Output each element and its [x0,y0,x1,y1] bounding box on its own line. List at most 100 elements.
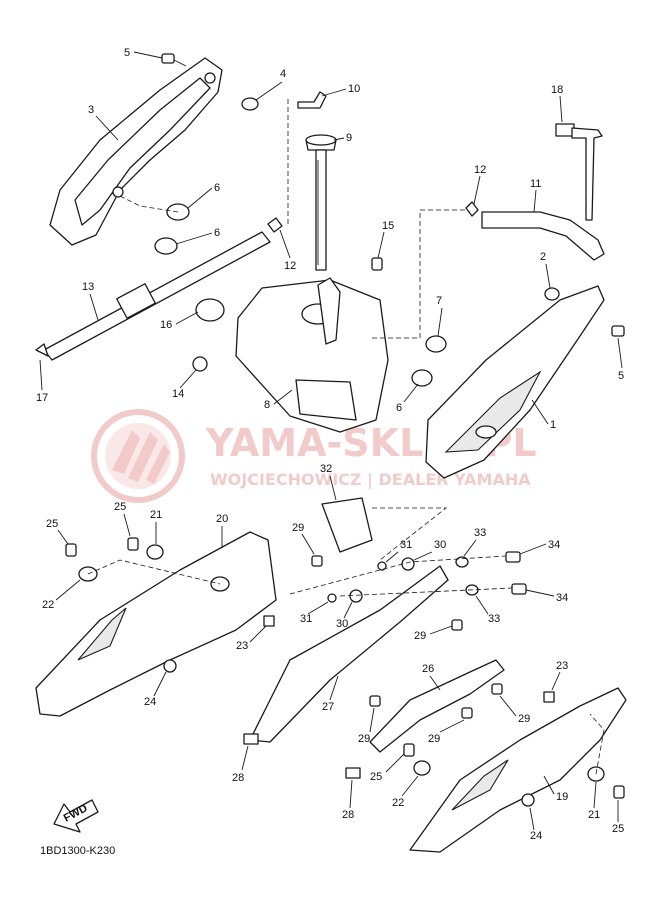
callout-6: 6 [214,227,220,239]
elbow-10 [297,91,327,109]
damper-14 [192,356,208,372]
callout-11: 11 [530,178,541,190]
bolt-29b [451,619,463,631]
callout-24: 24 [530,830,542,842]
callout-2: 2 [540,251,546,263]
assembly-line [119,195,179,213]
side-cover-right-lower-19 [409,687,627,853]
diagram-code: 1BD1300-K230 [40,845,115,857]
washer-33a [455,556,469,568]
assembly-line [339,587,513,597]
callout-25: 25 [46,518,58,530]
callout-6: 6 [214,182,220,194]
callout-29: 29 [292,522,304,534]
callout-30: 30 [336,618,348,630]
callout-15: 15 [382,220,394,232]
callout-7: 7 [436,295,442,307]
callout-18: 18 [551,84,563,96]
callout-34: 34 [548,539,560,551]
bolt-25-lower [403,743,415,757]
side-cover-left-lower-20 [35,531,277,717]
assembly-line [87,559,221,585]
callout-24: 24 [144,696,156,708]
grommet-16 [195,298,225,322]
side-cover-left-upper [49,57,223,246]
callout-21: 21 [588,809,600,821]
clip-12-right [465,201,479,217]
callout-29: 29 [428,733,440,745]
clip-28-left [243,733,259,745]
bracket-26 [369,659,505,753]
callout-29: 29 [358,733,370,745]
side-cover-right-1 [425,285,605,479]
breather-18 [555,123,603,221]
callout-14: 14 [172,388,184,400]
collar-30a [401,557,415,571]
nut-24-right [521,793,535,807]
washer-4 [241,97,259,111]
callout-16: 16 [160,319,172,331]
collar-23-left [263,615,275,627]
washer-31b [327,593,337,603]
callout-22: 22 [392,797,404,809]
callout-17: 17 [36,392,48,404]
bolt-34b [511,583,527,595]
bolt-29d [461,707,473,719]
watermark-tagline: WOJCIECHOWICZ | DEALER YAMAHA [210,470,531,490]
callout-31: 31 [400,539,412,551]
clip-12-left [267,217,283,233]
bolt-34a [505,551,521,563]
callout-25: 25 [114,501,126,513]
callout-30: 30 [434,539,446,551]
callout-3: 3 [88,104,94,116]
bolt-5-right [611,325,625,337]
washer-2 [544,287,560,301]
washer-31a [377,561,387,571]
oil-tank-8 [235,277,389,433]
grommet-7 [425,335,447,353]
filler-pipe-9 [305,134,337,271]
collar-23-right [543,691,555,703]
assembly-line [372,209,466,339]
callout-34: 34 [556,592,568,604]
clip-28-right [345,767,361,779]
assembly-line [589,713,605,775]
callout-32: 32 [320,463,332,475]
callout-10: 10 [348,83,360,95]
callout-29: 29 [414,630,426,642]
rod-13 [43,231,271,361]
hose-11 [481,211,605,261]
grommet-6c [411,369,433,387]
callout-25: 25 [370,771,382,783]
callout-28: 28 [342,809,354,821]
bolt-25-right [613,785,625,799]
clip-17 [35,343,49,357]
bracket-32 [321,497,373,553]
grommet-6b [154,237,178,255]
callout-19: 19 [556,791,568,803]
callout-12: 12 [474,164,486,176]
callout-4: 4 [280,68,286,80]
callout-12: 12 [284,260,296,272]
callout-22: 22 [42,599,54,611]
collar-21-left [146,544,164,560]
callout-27: 27 [322,701,334,713]
bolt-5-upper [161,53,187,67]
callout-33: 33 [488,613,500,625]
callout-23: 23 [236,640,248,652]
yamaha-logo-icon [91,409,185,503]
callout-8: 8 [264,399,270,411]
callout-23: 23 [556,660,568,672]
callout-5: 5 [618,370,624,382]
callout-28: 28 [232,772,244,784]
callout-13: 13 [82,281,94,293]
bolt-29c [369,695,381,707]
callouts: 5 4 3 10 9 18 6 6 12 11 15 12 2 13 7 16 … [36,47,624,842]
callout-25: 25 [612,823,624,835]
callout-21: 21 [150,509,162,521]
assembly-line [372,507,448,561]
callout-6: 6 [396,402,402,414]
bolt-25-left [65,543,77,557]
callout-1: 1 [550,419,556,431]
